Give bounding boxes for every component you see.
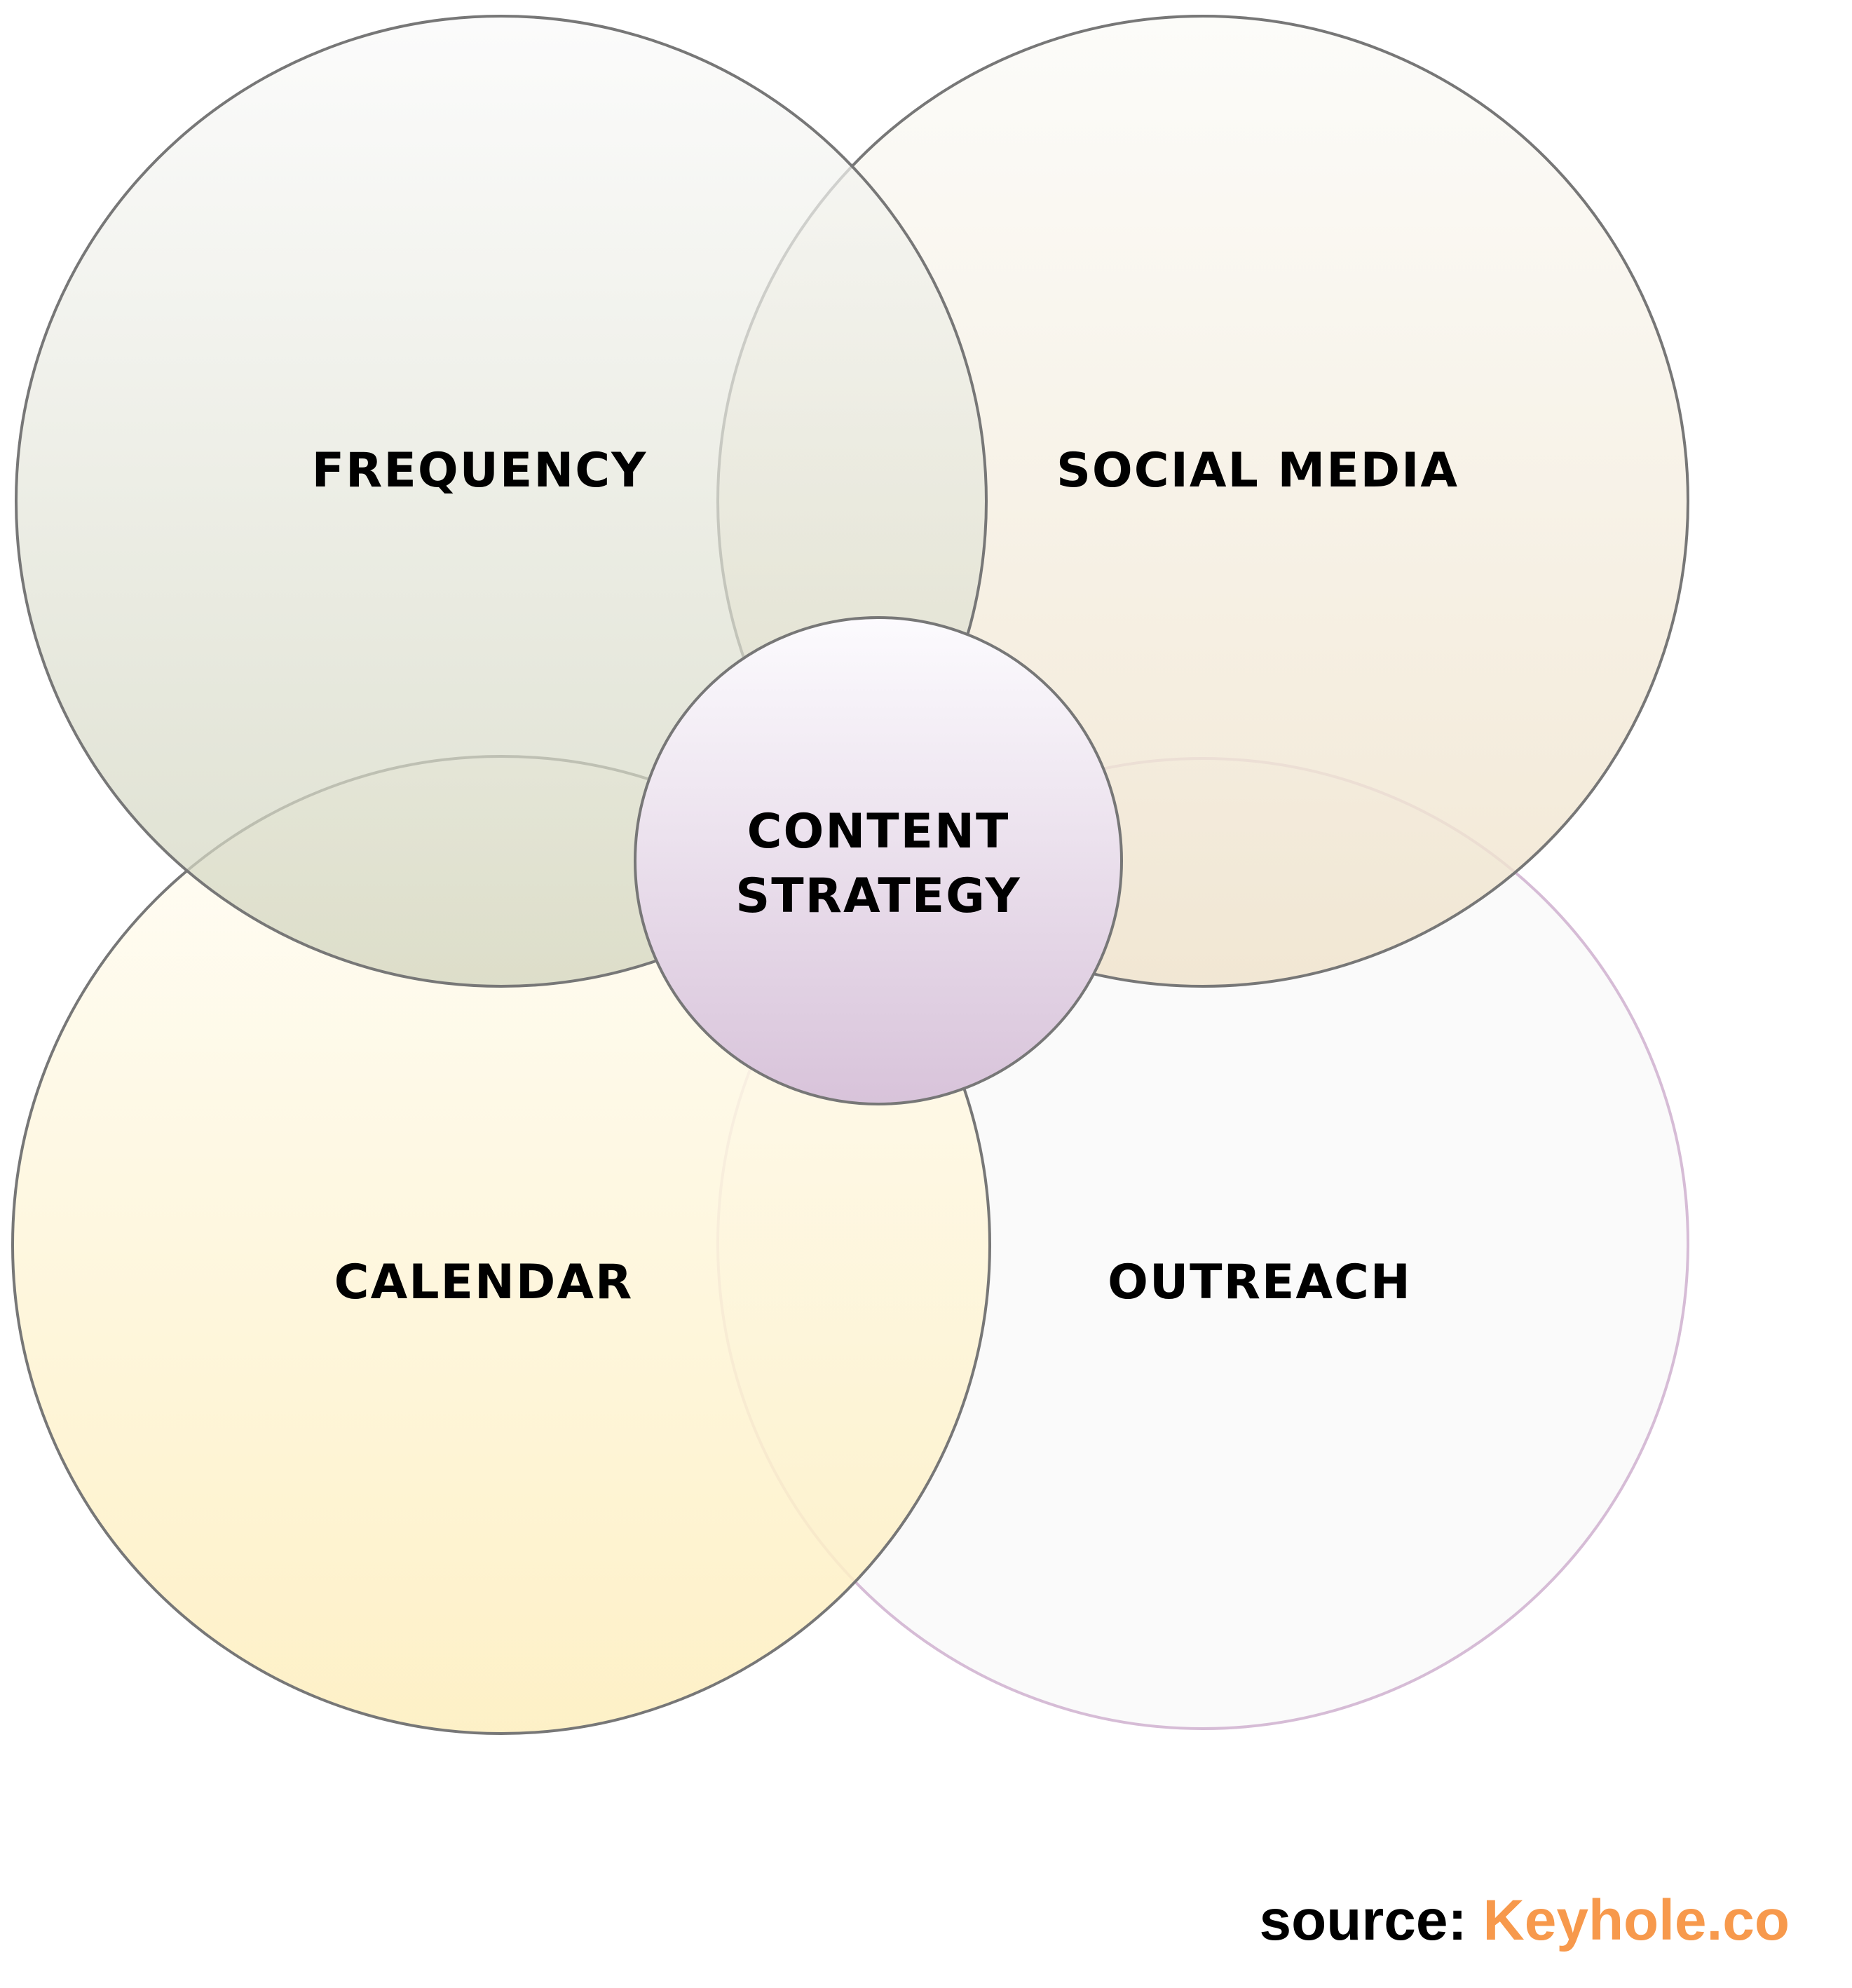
label-social-media: SOCIAL MEDIA [1056,443,1459,498]
source-name: Keyhole.co [1483,1888,1790,1952]
label-content: CONTENT [747,804,1010,859]
source-prefix: source: [1260,1888,1483,1952]
source-credit: source: Keyhole.co [1260,1888,1790,1952]
circle-content-strategy [634,616,1123,1105]
label-outreach: OUTREACH [1108,1255,1412,1310]
label-calendar: CALENDAR [334,1255,634,1310]
label-frequency: FREQUENCY [312,443,648,498]
label-strategy: STRATEGY [735,869,1021,924]
